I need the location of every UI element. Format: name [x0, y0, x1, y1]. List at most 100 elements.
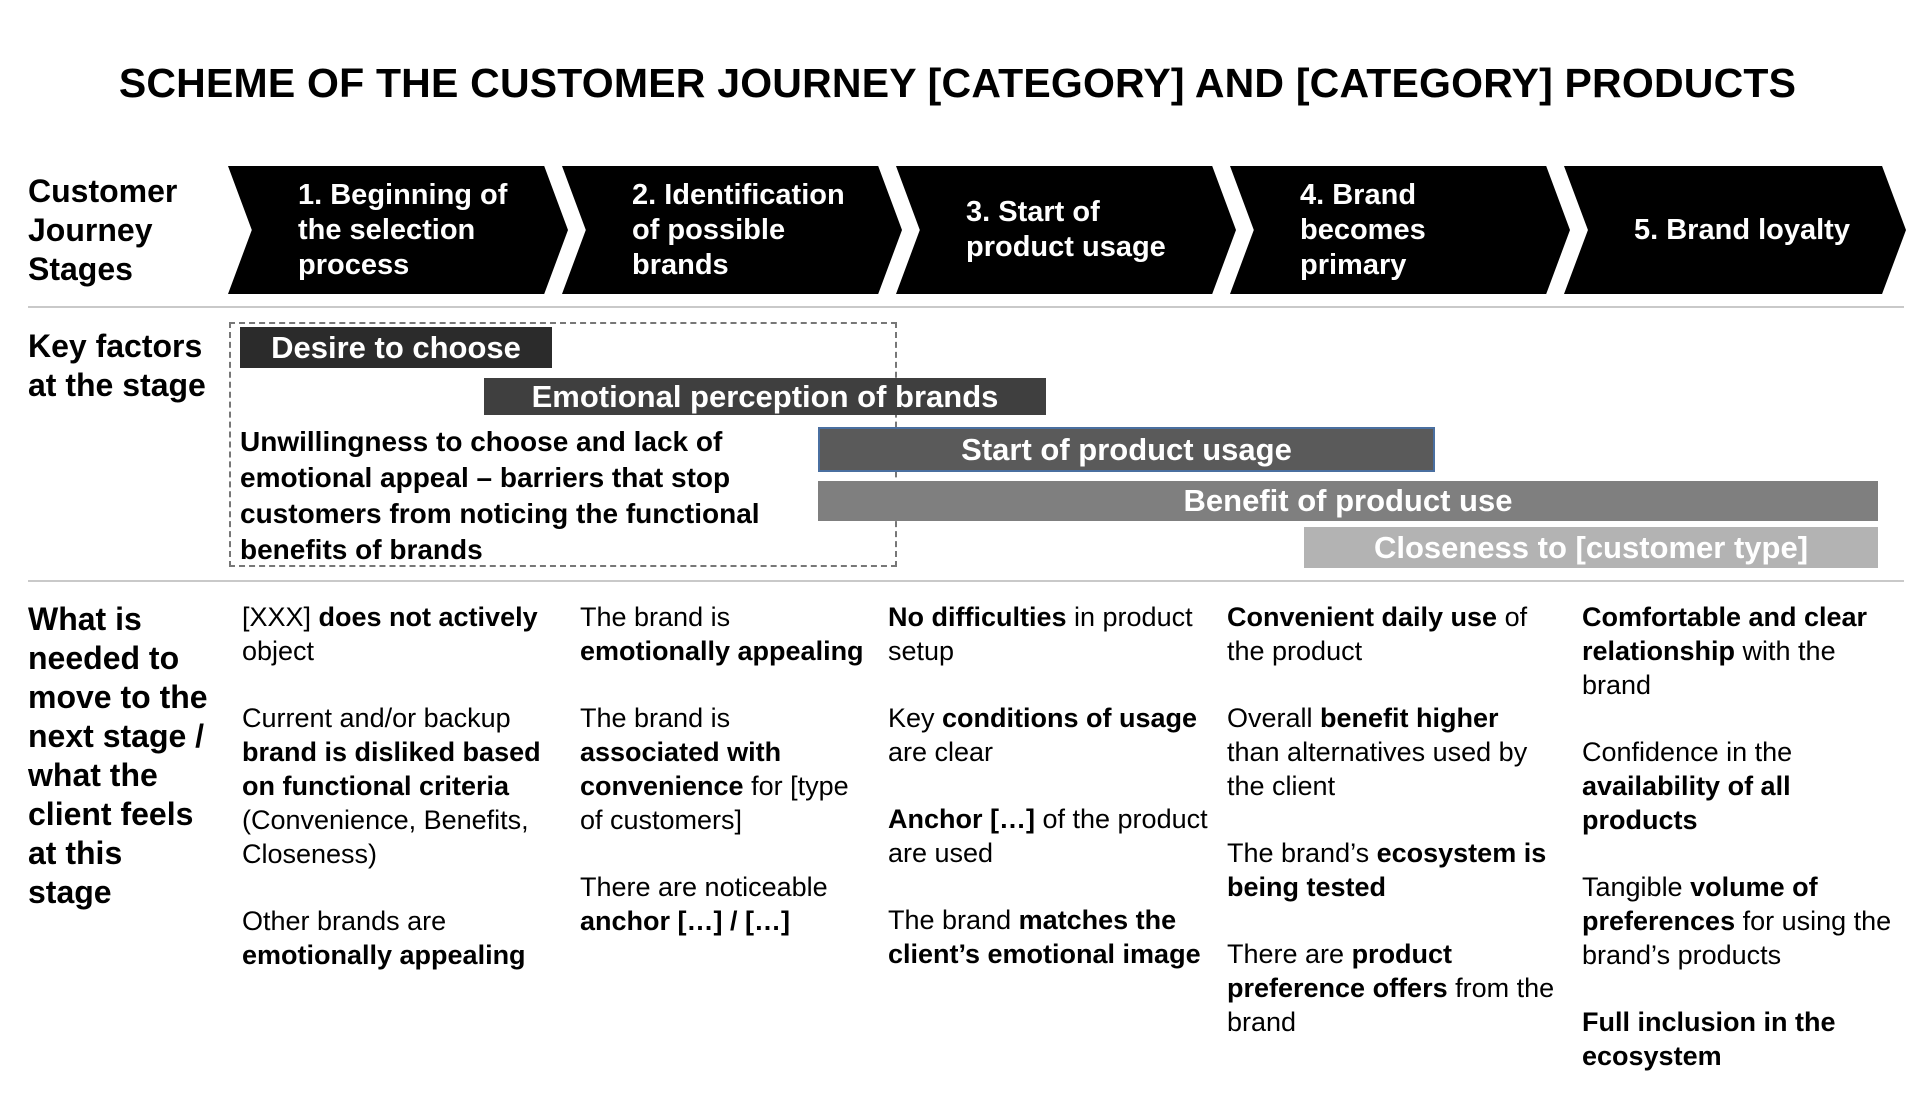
stage-chevron-5: 5. Brand loyalty: [1564, 166, 1906, 294]
needs-text: in product setup: [888, 602, 1193, 666]
needs-text-bold: is being tested: [1227, 838, 1547, 902]
needs-text-bold: No difficulties: [888, 602, 1067, 632]
row-label-line: what the: [28, 757, 158, 793]
stage-label-line: 5. Brand loyalty: [1634, 213, 1850, 246]
needs-item: The brand is emotionally appealing: [580, 600, 870, 668]
needs-text: than alternatives used by the client: [1227, 737, 1528, 801]
row-label-line: Journey: [28, 212, 153, 248]
needs-item: There are noticeable anchor […] / […]: [580, 870, 870, 938]
row-label-stages: Customer Journey Stages: [28, 172, 177, 289]
needs-text-bold: conditions of usage: [942, 703, 1198, 733]
needs-text-bold: benefit higher: [1320, 703, 1499, 733]
stage-label-line: 3. Start of: [966, 196, 1100, 228]
needs-item: Key conditions of usage are clear: [888, 701, 1208, 769]
needs-text: (Convenience, Benefits, Closeness): [242, 805, 529, 869]
needs-item: Overall benefit higher than alternatives…: [1227, 701, 1557, 803]
needs-item: Current and/or backup brand is disliked …: [242, 701, 542, 871]
factor-bar-closeness: Closeness to [customer type]: [1304, 527, 1878, 568]
needs-text: of the product are used: [888, 804, 1208, 868]
needs-text: of the product: [1227, 602, 1528, 666]
stage-label-line: 1. Beginning of: [298, 178, 508, 211]
needs-text-bold: volume of preferences: [1582, 872, 1818, 936]
needs-text: [1516, 838, 1524, 868]
needs-text: The brand’s: [1227, 838, 1377, 868]
needs-text: for using the brand’s products: [1582, 906, 1892, 970]
needs-item: The brand’s ecosystem is being tested: [1227, 836, 1557, 904]
needs-text-bold: emotionally appealing: [242, 940, 526, 970]
needs-text-bold: Full inclusion in the ecosystem: [1582, 1007, 1836, 1071]
stage-chevron-1: 1. Beginning of the selection process: [228, 166, 568, 294]
needs-text-bold: availability of all products: [1582, 771, 1791, 835]
factor-bar-emotional: Emotional perception of brands: [484, 378, 1046, 415]
needs-text: Current and/or backup: [242, 703, 511, 733]
stage-label-line: becomes: [1300, 213, 1426, 246]
barrier-note: Unwillingness to choose and lack of emot…: [240, 426, 760, 565]
needs-item: No difficulties in product setup: [888, 600, 1208, 668]
row-label-line: at the stage: [28, 367, 206, 403]
row-label-factors: Key factors at the stage: [28, 327, 206, 405]
needs-text: Other brands are: [242, 906, 447, 936]
needs-text: with the brand: [1582, 636, 1836, 700]
needs-text-bold: Comfortable and clear relationship: [1582, 602, 1868, 666]
stage-label-line: 4. Brand: [1300, 178, 1417, 211]
stage-chevron-3: 3. Start of product usage: [896, 166, 1236, 294]
row-label-line: Key factors: [28, 328, 203, 364]
needs-item: Other brands are emotionally appealing: [242, 904, 542, 972]
needs-text: The brand is: [580, 703, 731, 733]
needs-text-bold: ecosystem: [1376, 838, 1517, 868]
factor-bar-benefit: Benefit of product use: [818, 481, 1878, 521]
needs-text-bold: emotionally appealing: [580, 636, 864, 666]
row-label-line: Stages: [28, 251, 133, 287]
row-label-line: What is: [28, 601, 142, 637]
needs-text: for [type of customers]: [580, 771, 849, 835]
divider: [28, 580, 1904, 582]
needs-text: are clear: [888, 737, 994, 767]
stage-label-line: 2. Identification: [632, 178, 845, 211]
needs-item: There are product preference offers from…: [1227, 937, 1557, 1039]
needs-text-bold: matches the client’s emotional image: [888, 905, 1201, 969]
needs-text: Overall: [1227, 703, 1321, 733]
needs-text-bold: brand is disliked based on functional cr…: [242, 737, 541, 801]
needs-text: The brand: [888, 905, 1019, 935]
row-label-line: move to the: [28, 679, 208, 715]
stage-label-line: brands: [632, 248, 729, 281]
needs-text-bold: does not actively: [318, 602, 538, 632]
needs-text: Confidence in the: [1582, 737, 1793, 767]
needs-item: Comfortable and clear relationship with …: [1582, 600, 1902, 702]
needs-item: The brand is associated with convenience…: [580, 701, 870, 837]
row-label-line: at this: [28, 835, 123, 871]
row-label-line: client feels: [28, 796, 194, 832]
needs-column-5: Comfortable and clear relationship with …: [1582, 600, 1902, 1106]
row-label-needs: What is needed to move to the next stage…: [28, 600, 208, 912]
needs-item: Full inclusion in the ecosystem: [1582, 1005, 1902, 1073]
needs-text: from the brand: [1227, 973, 1555, 1037]
row-label-line: Customer: [28, 173, 178, 209]
needs-text: [XXX]: [242, 602, 319, 632]
needs-text: The brand is: [580, 602, 731, 632]
needs-text: There are noticeable: [580, 872, 828, 902]
needs-item: [XXX] does not actively object: [242, 600, 542, 668]
row-label-line: stage: [28, 874, 112, 910]
needs-item: Convenient daily use of the product: [1227, 600, 1557, 668]
needs-text: Tangible: [1582, 872, 1691, 902]
stage-label-line: process: [298, 248, 410, 281]
needs-text-bold: anchor […] / […]: [580, 906, 790, 936]
stage-label-line: product usage: [966, 231, 1166, 263]
needs-text: There are: [1227, 939, 1352, 969]
divider: [28, 306, 1904, 308]
factor-bar-start-usage: Start of product usage: [818, 427, 1435, 472]
page-title: SCHEME OF THE CUSTOMER JOURNEY [CATEGORY…: [118, 60, 1797, 106]
stage-label-line: of possible: [632, 213, 786, 246]
needs-text: object: [242, 636, 315, 666]
stage-chevron-4: 4. Brand becomes primary: [1230, 166, 1570, 294]
needs-text: Key: [888, 703, 943, 733]
factor-bar-desire: Desire to choose: [240, 327, 552, 368]
stage-chevron-2: 2. Identification of possible brands: [562, 166, 902, 294]
needs-item: Confidence in the availability of all pr…: [1582, 735, 1902, 837]
needs-item: Tangible volume of preferences for using…: [1582, 870, 1902, 972]
stage-label-line: the selection: [298, 213, 476, 246]
